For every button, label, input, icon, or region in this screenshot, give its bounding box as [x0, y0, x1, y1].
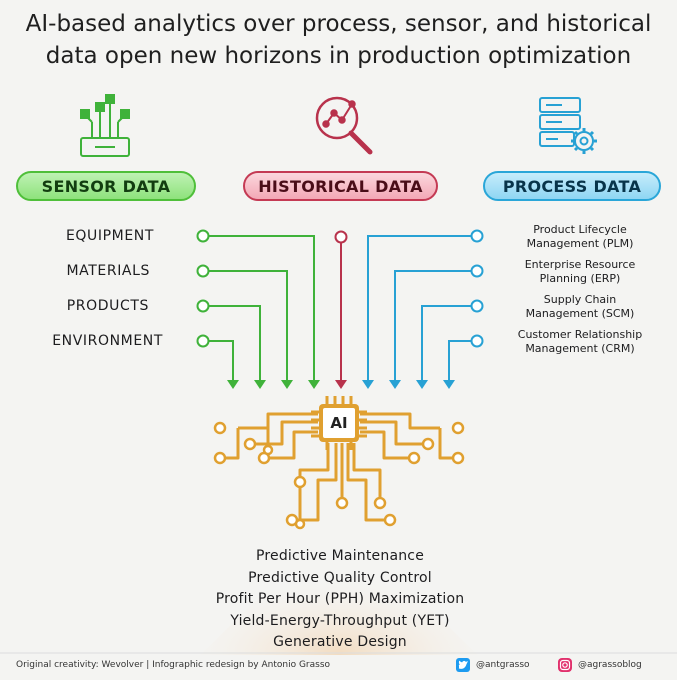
circuit-node	[451, 451, 465, 465]
connector-node	[470, 264, 484, 278]
connector-node	[334, 230, 348, 244]
process-connectors	[367, 235, 472, 380]
circuit-node	[373, 496, 387, 510]
magnifier-chart-icon	[315, 96, 373, 155]
outcome-item: Predictive Quality Control	[248, 569, 432, 586]
process-data-badge: PROCESS DATA	[483, 171, 661, 201]
twitter-handle[interactable]: @antgrasso	[476, 660, 530, 670]
process-item-crm-line1: Customer Relationship	[517, 328, 643, 341]
circuit-node	[243, 437, 257, 451]
arrow-head	[416, 380, 428, 389]
outcome-item: Profit Per Hour (PPH) Maximization	[215, 591, 465, 607]
arrow-head	[281, 380, 293, 389]
process-item-scm-line1: Supply Chain	[543, 293, 617, 306]
connector-node	[196, 334, 210, 348]
connector-node	[196, 264, 210, 278]
process-item-scm: Supply Chain Management (SCM)	[494, 293, 666, 321]
circuit-node	[407, 451, 421, 465]
ai-chip-label: AI	[330, 414, 348, 432]
page-title: AI-based analytics over process, sensor,…	[0, 8, 677, 72]
process-item-erp-line1: Enterprise Resource	[524, 258, 636, 271]
arrow-head	[389, 380, 401, 389]
connector-node	[470, 299, 484, 313]
sensor-item-equipment: EQUIPMENT	[65, 228, 154, 244]
process-item-erp: Enterprise Resource Planning (ERP)	[494, 258, 666, 286]
circuit-node	[213, 421, 227, 435]
sensor-item-environment: ENVIRONMENT	[52, 333, 163, 349]
historical-data-badge: HISTORICAL DATA	[243, 171, 438, 201]
credit-separator: |	[146, 660, 150, 670]
process-item-plm-line1: Product Lifecycle	[533, 223, 627, 236]
footer-credit: Original creativity: Wevolver | Infograp…	[16, 660, 330, 670]
circuit-node	[262, 444, 274, 456]
connector-node	[196, 229, 210, 243]
server-gear-icon	[539, 97, 597, 154]
outcome-glow	[200, 520, 478, 655]
process-item-crm: Customer Relationship Management (CRM)	[494, 328, 666, 356]
instagram-handle[interactable]: @agrassoblog	[578, 660, 642, 670]
circuit-node	[294, 518, 306, 530]
redesign-text: Infographic redesign by Antonio Grasso	[152, 660, 331, 670]
connector-node	[470, 334, 484, 348]
arrow-head	[443, 380, 455, 389]
circuit-node	[383, 513, 397, 527]
outcome-list: Predictive Maintenance Predictive Qualit…	[175, 546, 505, 654]
process-item-plm-line2: Management (PLM)	[526, 237, 634, 250]
process-item-plm: Product Lifecycle Management (PLM)	[494, 223, 666, 251]
twitter-icon	[456, 658, 470, 672]
circuit-node	[335, 496, 349, 510]
sensor-connectors	[208, 235, 315, 380]
arrow-head	[362, 380, 374, 389]
arrow-head	[308, 380, 320, 389]
circuit-node	[293, 475, 307, 489]
instagram-icon	[558, 658, 572, 672]
arrow-head	[227, 380, 239, 389]
arrow-head	[335, 380, 347, 389]
credit-text: Original creativity: Wevolver	[16, 660, 144, 670]
title-line-1: AI-based analytics over process, sensor,…	[25, 11, 652, 37]
sensor-item-materials: MATERIALS	[66, 263, 150, 279]
circuit-board-icon	[80, 94, 130, 157]
circuit-node	[213, 451, 227, 465]
circuit-node	[421, 437, 435, 451]
outcome-item: Predictive Maintenance	[255, 548, 425, 564]
ai-chip-icon	[311, 396, 367, 450]
connector-node	[196, 299, 210, 313]
outcome-item: Generative Design	[273, 634, 407, 650]
process-item-scm-line2: Management (SCM)	[525, 307, 635, 320]
circuit-node	[451, 421, 465, 435]
outcome-item: Yield-Energy-Throughput (YET)	[230, 612, 450, 629]
title-line-2: data open new horizons in production opt…	[45, 43, 632, 69]
process-item-crm-line2: Management (CRM)	[525, 342, 635, 355]
sensor-item-products: PRODUCTS	[66, 298, 149, 314]
sensor-data-badge: SENSOR DATA	[16, 171, 196, 201]
arrow-head	[254, 380, 266, 389]
process-item-erp-line2: Planning (ERP)	[539, 272, 621, 285]
connector-node	[470, 229, 484, 243]
